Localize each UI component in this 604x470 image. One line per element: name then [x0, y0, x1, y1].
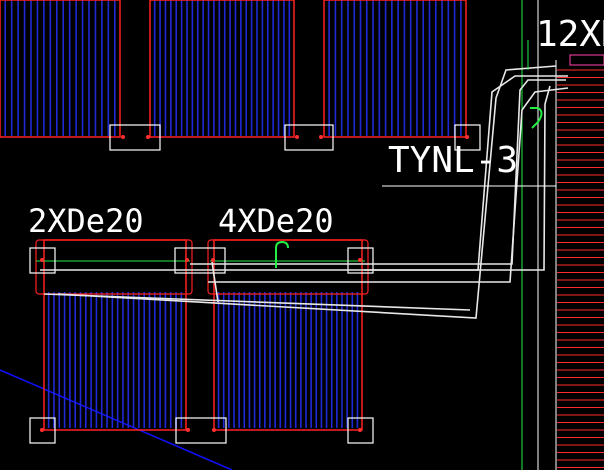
collector-return-pipe: [208, 87, 569, 283]
bracket: [175, 417, 227, 444]
wall-fitting: [569, 54, 604, 66]
bracket: [109, 124, 161, 151]
bracket: [174, 247, 226, 274]
bracket: [454, 124, 481, 151]
marker-hook-icon: [275, 240, 289, 268]
piping-network: [40, 65, 569, 319]
bracket: [347, 247, 374, 274]
collector-panels: [0, 0, 467, 431]
left-group-label: 2XDe20: [28, 202, 144, 240]
wall-hatch: [557, 69, 604, 468]
top-collector-2: [149, 0, 295, 138]
supply-pipe: [40, 75, 568, 271]
model-tag: TYNL-3: [388, 140, 518, 181]
bracket: [29, 247, 56, 274]
right-group-label: 4XDe20: [218, 202, 334, 240]
bracket-bolts: [40, 135, 469, 432]
top-collector-3: [323, 0, 467, 138]
right-header-manifold: [207, 239, 369, 295]
short-link-pipe: [211, 261, 219, 303]
link-pipe: [364, 85, 551, 271]
lower-cross-pipe: [43, 293, 471, 311]
lower-right-collector: [213, 239, 363, 431]
building-wall: [521, 0, 604, 470]
collector-frame: [149, 0, 295, 138]
bracket: [347, 417, 374, 444]
top-collector-1: [0, 0, 121, 138]
bracket: [29, 417, 56, 444]
return-pipe: [190, 79, 566, 265]
manifolds: [35, 239, 369, 295]
bracket: [284, 124, 334, 151]
collector-frame: [0, 0, 121, 138]
top-right-callout: 12XD: [536, 14, 604, 55]
left-header-manifold: [35, 239, 193, 295]
lower-left-collector: [43, 239, 187, 431]
diagonal-guide-line: [0, 369, 233, 470]
marker-hook-icon: [530, 107, 543, 129]
collector-frame: [323, 0, 467, 138]
riser-pipe: [57, 65, 557, 319]
mounting-brackets: [29, 124, 481, 444]
